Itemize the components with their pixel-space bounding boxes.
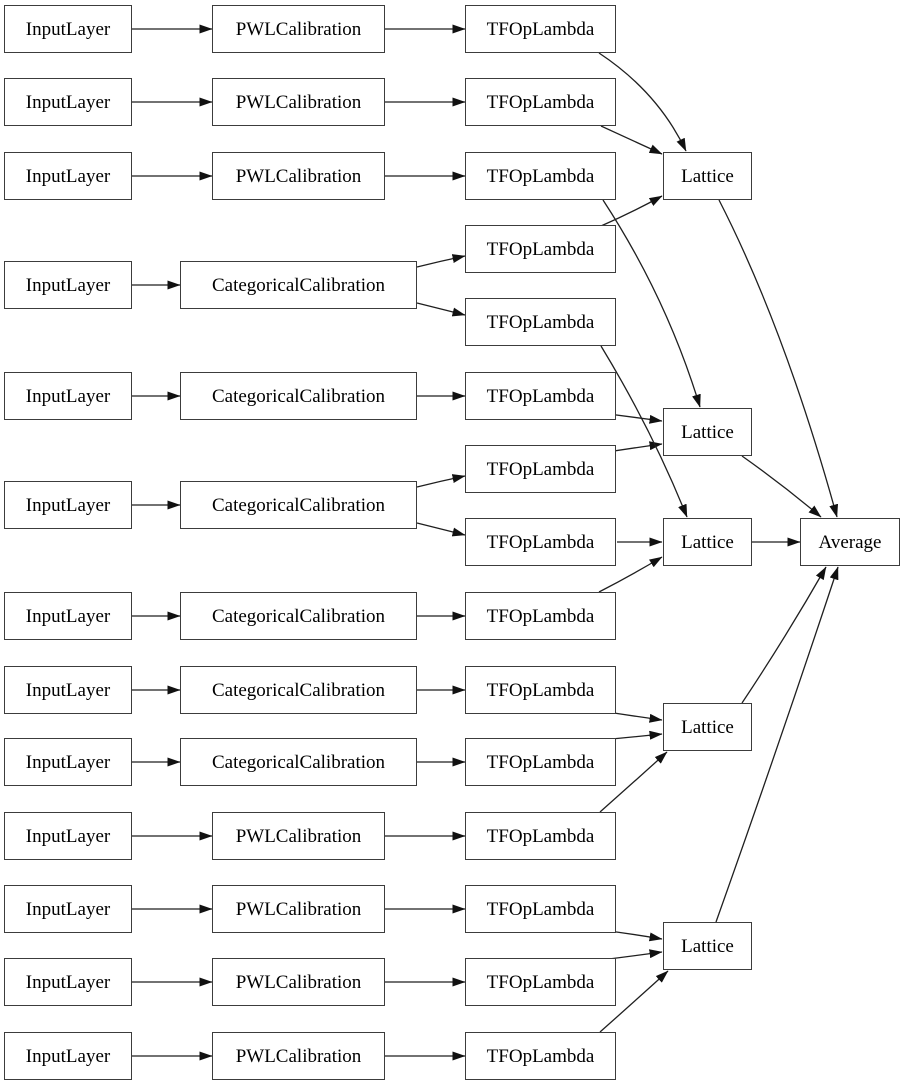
node-il9: InputLayer (4, 738, 132, 786)
node-tf4b: TFOpLambda (465, 298, 616, 346)
edge-lat1-avg (718, 199, 839, 518)
edge-tf13-lat5 (599, 970, 669, 1033)
node-il3: InputLayer (4, 152, 132, 200)
node-il2: InputLayer (4, 78, 132, 126)
node-il5: InputLayer (4, 372, 132, 420)
node-tf11: TFOpLambda (465, 885, 616, 933)
node-avg: Average (800, 518, 900, 566)
node-tf3: TFOpLambda (465, 152, 616, 200)
node-tf7: TFOpLambda (465, 592, 616, 640)
node-lat5: Lattice (663, 922, 752, 970)
edge-cal4-tf4a (416, 254, 466, 268)
edge-tf2-lat1 (600, 125, 663, 155)
node-il1: InputLayer (4, 5, 132, 53)
node-lat2: Lattice (663, 408, 752, 456)
node-cal1: PWLCalibration (212, 5, 385, 53)
node-lat4: Lattice (663, 703, 752, 751)
node-tf8: TFOpLambda (465, 666, 616, 714)
edge-lat5-avg (715, 566, 839, 923)
node-tf1: TFOpLambda (465, 5, 616, 53)
edge-tf4b-lat3 (600, 345, 688, 518)
node-cal10: PWLCalibration (212, 812, 385, 860)
node-il12: InputLayer (4, 958, 132, 1006)
node-cal13: PWLCalibration (212, 1032, 385, 1080)
edge-tf10-lat4 (599, 751, 668, 813)
edge-tf3-lat2 (602, 199, 701, 408)
node-tf10: TFOpLambda (465, 812, 616, 860)
edge-cal6-tf6a (416, 474, 466, 488)
node-il7: InputLayer (4, 592, 132, 640)
node-cal3: PWLCalibration (212, 152, 385, 200)
node-cal2: PWLCalibration (212, 78, 385, 126)
node-tf6a: TFOpLambda (465, 445, 616, 493)
node-cal5: CategoricalCalibration (180, 372, 417, 420)
node-il4: InputLayer (4, 261, 132, 309)
edge-tf4a-lat1 (600, 195, 663, 227)
node-cal8: CategoricalCalibration (180, 666, 417, 714)
node-tf13: TFOpLambda (465, 1032, 616, 1080)
node-il10: InputLayer (4, 812, 132, 860)
node-cal7: CategoricalCalibration (180, 592, 417, 640)
edge-cal4-tf4b (416, 302, 466, 317)
node-lat1: Lattice (663, 152, 752, 200)
edge-lat4-avg (741, 566, 827, 704)
node-il6: InputLayer (4, 481, 132, 529)
node-tf4a: TFOpLambda (465, 225, 616, 273)
node-il11: InputLayer (4, 885, 132, 933)
node-tf5: TFOpLambda (465, 372, 616, 420)
edge-lat2-avg (741, 455, 822, 518)
node-cal4: CategoricalCalibration (180, 261, 417, 309)
edge-cal6-tf6b (416, 522, 466, 537)
node-il8: InputLayer (4, 666, 132, 714)
node-cal6: CategoricalCalibration (180, 481, 417, 529)
node-tf6b: TFOpLambda (465, 518, 616, 566)
node-cal9: CategoricalCalibration (180, 738, 417, 786)
node-tf12: TFOpLambda (465, 958, 616, 1006)
edge-group (131, 24, 839, 1061)
edge-tf1-lat1 (598, 52, 687, 152)
node-il13: InputLayer (4, 1032, 132, 1080)
node-tf2: TFOpLambda (465, 78, 616, 126)
node-tf9: TFOpLambda (465, 738, 616, 786)
edge-tf7-lat3 (598, 556, 663, 593)
node-cal11: PWLCalibration (212, 885, 385, 933)
node-cal12: PWLCalibration (212, 958, 385, 1006)
node-lat3: Lattice (663, 518, 752, 566)
